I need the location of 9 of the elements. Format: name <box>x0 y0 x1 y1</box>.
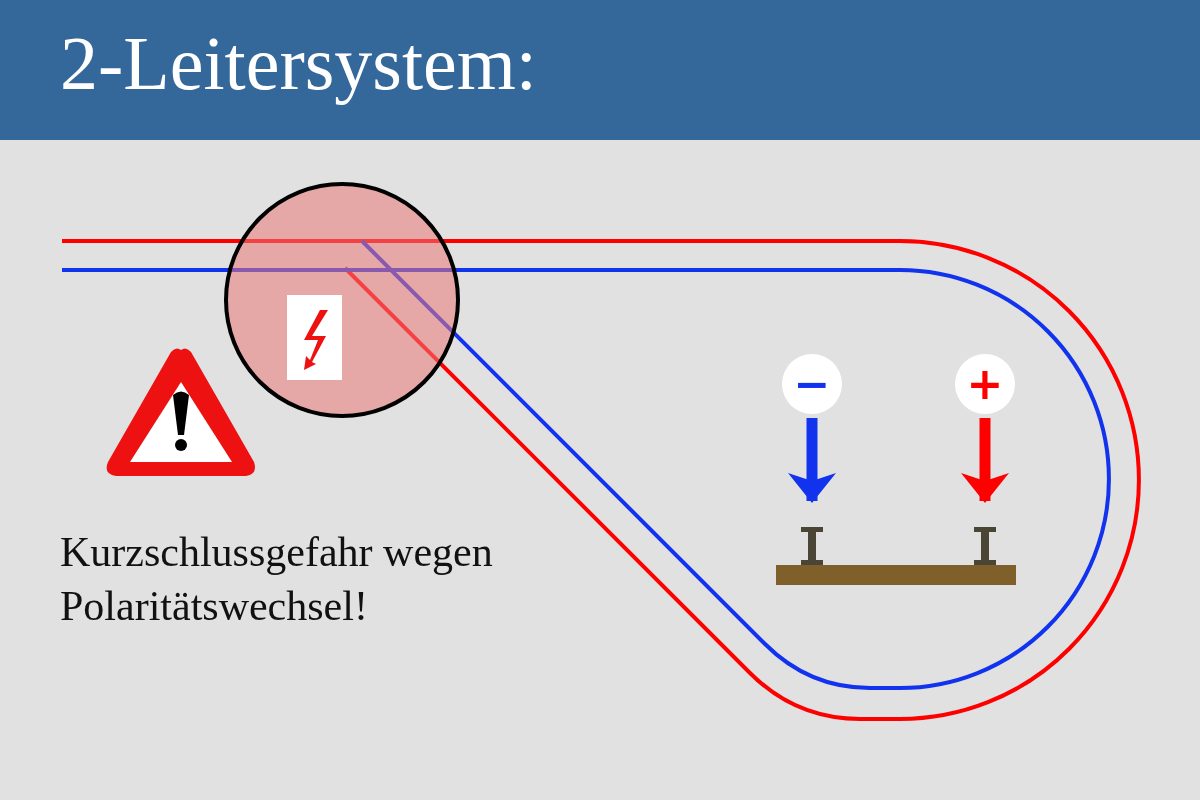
polarity-sign: + <box>955 354 1015 414</box>
rail-profile <box>801 527 823 565</box>
arrow <box>961 418 1009 503</box>
arrow <box>788 418 836 503</box>
polarity-sign: − <box>782 354 842 414</box>
sleeper-bar <box>776 565 1016 585</box>
title: 2-Leitersystem: <box>60 22 537 106</box>
rail-profile <box>974 527 996 565</box>
warning-note: Kurzschlussgefahr wegen Polaritätswechsel! <box>60 528 494 631</box>
